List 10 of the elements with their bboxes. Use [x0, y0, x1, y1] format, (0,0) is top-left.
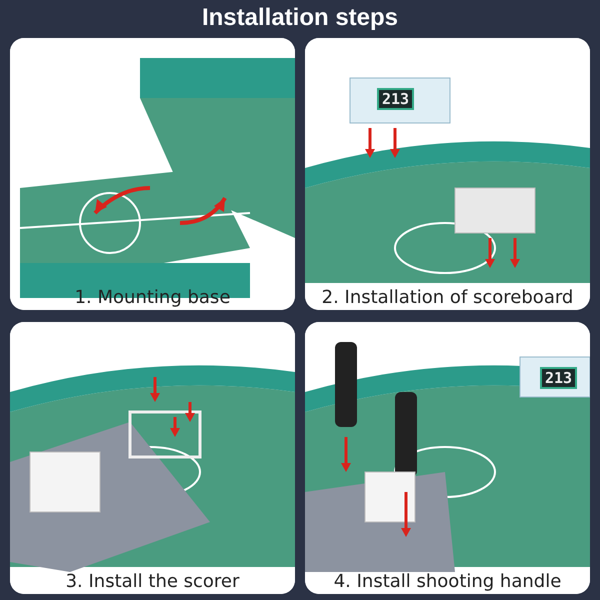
score-display: 213	[377, 88, 414, 110]
step-panel	[305, 322, 590, 594]
step-panel	[10, 322, 295, 594]
page-title: Installation steps	[200, 4, 400, 32]
step-panel	[305, 38, 590, 310]
step-caption: 4. Install shooting handle	[332, 571, 562, 592]
step-caption: 2. Installation of scoreboard	[320, 287, 574, 308]
step-caption: 1. Mounting base	[74, 287, 232, 308]
score-display: 213	[540, 367, 578, 389]
step-caption: 3. Install the scorer	[64, 571, 240, 592]
